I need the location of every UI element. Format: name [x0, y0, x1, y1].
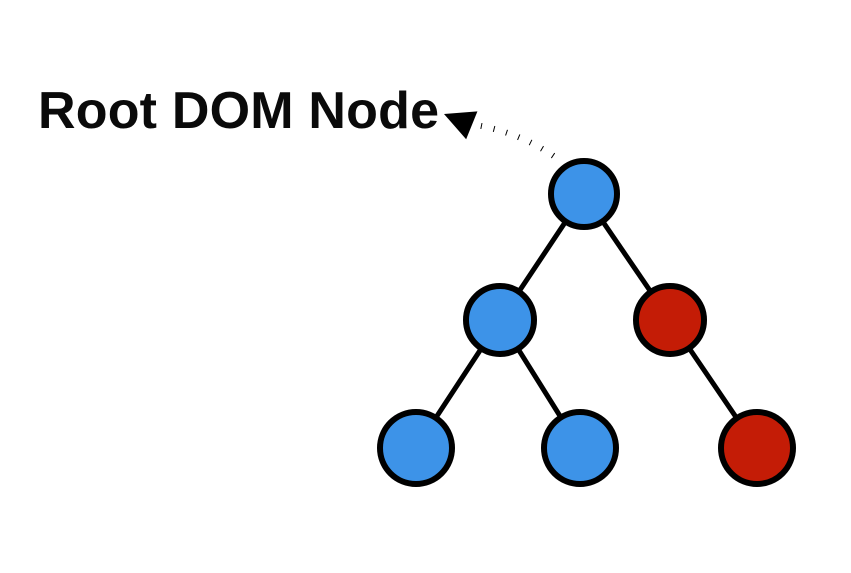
annotation-arrow-line [467, 120, 564, 165]
annotation-arrow-head [444, 111, 478, 140]
tree-node-n-lr[interactable] [541, 409, 619, 487]
tree-node-n-ll[interactable] [377, 409, 455, 487]
tree-node-n-r[interactable] [633, 283, 707, 357]
annotation-label-root-dom-node: Root DOM Node [38, 82, 440, 140]
annotation-arrow [444, 111, 564, 165]
tree-nodes [377, 158, 796, 487]
tree-node-n-l[interactable] [463, 283, 537, 357]
tree-node-n-rr[interactable] [718, 409, 796, 487]
tree-node-root[interactable] [548, 158, 620, 230]
